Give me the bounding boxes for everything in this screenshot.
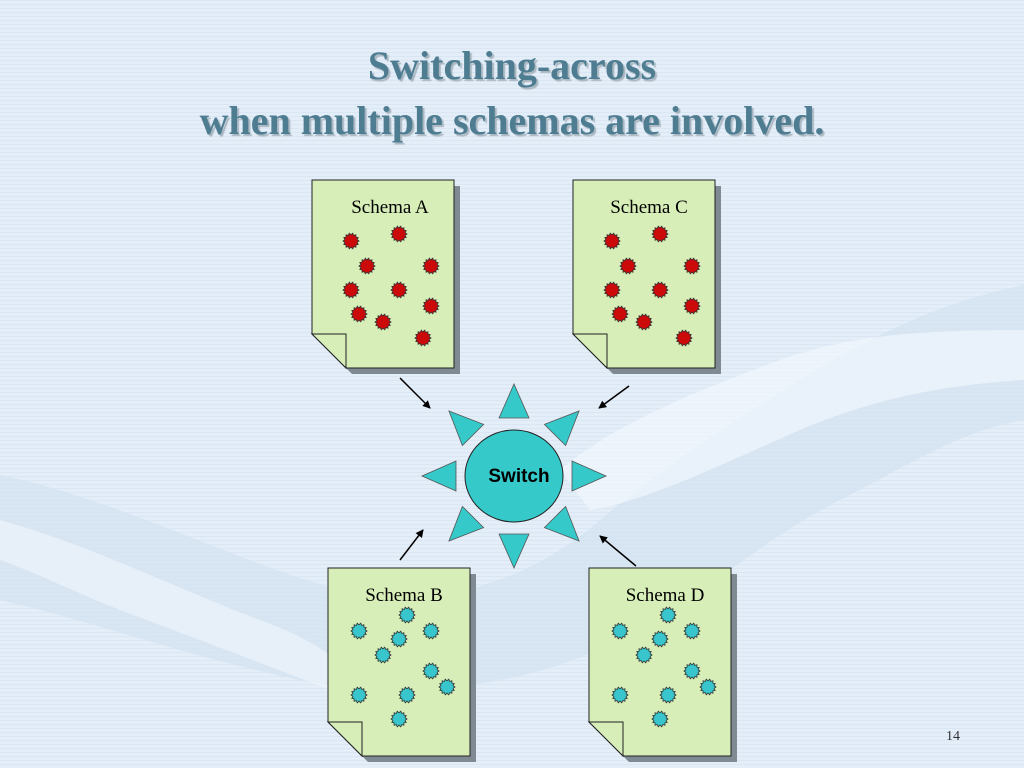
switch-label: Switch [488,466,549,487]
schema-dot [675,329,693,347]
schema-dot [350,305,368,323]
switch-ray [543,505,580,542]
schema-dot [683,257,701,275]
switch-ray [571,460,607,492]
switch-circle [464,429,564,523]
arrow-schema-a-to-switch [399,377,431,409]
switch-ray [448,410,485,447]
switch-rays [421,383,607,569]
schema-dot [398,686,416,704]
schema-dot [611,622,629,640]
switch-ray [448,505,485,542]
schema-dot [683,662,701,680]
schema-dot [603,281,621,299]
switch-ray [543,410,580,447]
schema-a-label: Schema A [351,197,429,218]
schema-dot [422,257,440,275]
schema-dot [438,678,456,696]
schema-dot [398,606,416,624]
switch-node: Switch [421,383,607,569]
schema-b-label: Schema B [365,585,443,606]
slide-title-line1: Switching-across [367,43,657,88]
schema-dot [342,232,360,250]
schema-dot [603,232,621,250]
schema-dot [651,710,669,728]
arrow-schema-d-to-switch [599,535,637,567]
arrow-schema-b-to-switch [399,529,424,561]
schema-dot [683,622,701,640]
schema-dot [350,686,368,704]
schema-dot [390,630,408,648]
schema-dot [659,606,677,624]
schema-dot [350,622,368,640]
schema-dot [651,281,669,299]
schema-dot [390,225,408,243]
schema-dot [635,313,653,331]
schema-dot [683,297,701,315]
slide-number: 14 [946,729,960,744]
schema-a-document: Schema A [311,179,461,375]
schema-dot [422,297,440,315]
schema-dot [659,686,677,704]
switch-ray [498,533,530,569]
schema-d-document: Schema D [588,567,738,763]
schema-dot [619,257,637,275]
schema-dot [374,313,392,331]
schema-dot [611,686,629,704]
schema-dot [611,305,629,323]
schema-dot [422,622,440,640]
schema-dot [342,281,360,299]
schema-c-document: Schema C [572,179,722,375]
schema-dot [422,662,440,680]
slide-title-line2: when multiple schemas are involved. [199,98,825,143]
schema-dot [358,257,376,275]
schema-c-label: Schema C [610,197,688,218]
schema-dot [414,329,432,347]
schema-dot [699,678,717,696]
schema-dot [374,646,392,664]
schema-dot [390,710,408,728]
schema-dot [651,630,669,648]
arrow-schema-c-to-switch [598,385,630,409]
schema-d-label: Schema D [626,585,705,606]
schema-b-document: Schema B [327,567,477,763]
schema-dot [635,646,653,664]
switch-ray [498,383,530,419]
switch-ray [421,460,457,492]
schema-dot [390,281,408,299]
schema-dot [651,225,669,243]
